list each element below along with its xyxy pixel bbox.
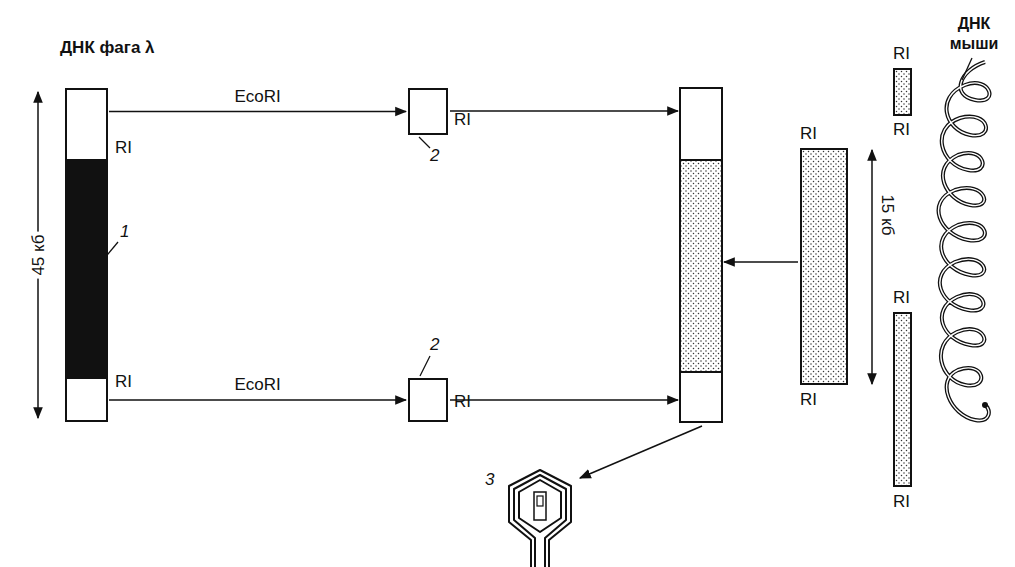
- title-label: ДНК фага λ: [60, 38, 155, 58]
- site-label: RI: [893, 120, 910, 140]
- phage-particle: 3: [505, 468, 575, 567]
- edge-label: EcoRI: [232, 375, 284, 395]
- arrow-line: [450, 399, 678, 401]
- leader-line: [419, 137, 430, 148]
- frag-shape: [800, 148, 848, 385]
- dimension-line: [871, 150, 873, 384]
- site-label: RI: [454, 392, 471, 412]
- edge-label: EcoRI: [232, 87, 284, 107]
- site-label: RI: [115, 372, 132, 392]
- phage-arm: 2RI: [408, 378, 448, 422]
- site-label: RI: [115, 138, 132, 158]
- callout-number: 2: [430, 146, 439, 166]
- leader-line: [420, 356, 430, 376]
- title-label: ДНК мыши: [942, 14, 1006, 54]
- callout-number: 1: [120, 222, 129, 242]
- dimension-label: 45 кб: [28, 231, 48, 278]
- arm-shape: [408, 378, 448, 422]
- arrow-line: [580, 426, 702, 478]
- site-label: RI: [454, 110, 471, 130]
- frag-shape: [893, 312, 912, 487]
- site-label: RI: [800, 390, 817, 410]
- site-label: RI: [893, 288, 910, 308]
- mouse-dna: [939, 58, 990, 420]
- phage-dna-bar: ДНК фага λRIRI: [65, 88, 108, 422]
- arrow-line: [450, 110, 678, 112]
- frag-shape: [893, 68, 912, 116]
- dimension-label: 15 кб: [876, 191, 896, 238]
- mouse-fragment: RIRI: [893, 68, 912, 116]
- arm-shape: [408, 88, 448, 135]
- site-label: RI: [893, 44, 910, 64]
- arrow-line: [724, 261, 798, 263]
- callout-number: 3: [485, 470, 494, 490]
- head-shape: [505, 468, 575, 567]
- recombinant-dna-bar: [680, 88, 722, 422]
- site-label: RI: [893, 492, 910, 512]
- phage-arm: RI2: [408, 88, 448, 135]
- phage-shape: [65, 88, 108, 422]
- arrow-connector: [109, 399, 406, 401]
- arrow-connector: [109, 111, 406, 113]
- callout-number: 2: [430, 335, 439, 355]
- mouse-fragment: RIRI: [893, 312, 912, 487]
- site-label: RI: [800, 124, 817, 144]
- mouse-fragment: RIRI: [800, 148, 848, 385]
